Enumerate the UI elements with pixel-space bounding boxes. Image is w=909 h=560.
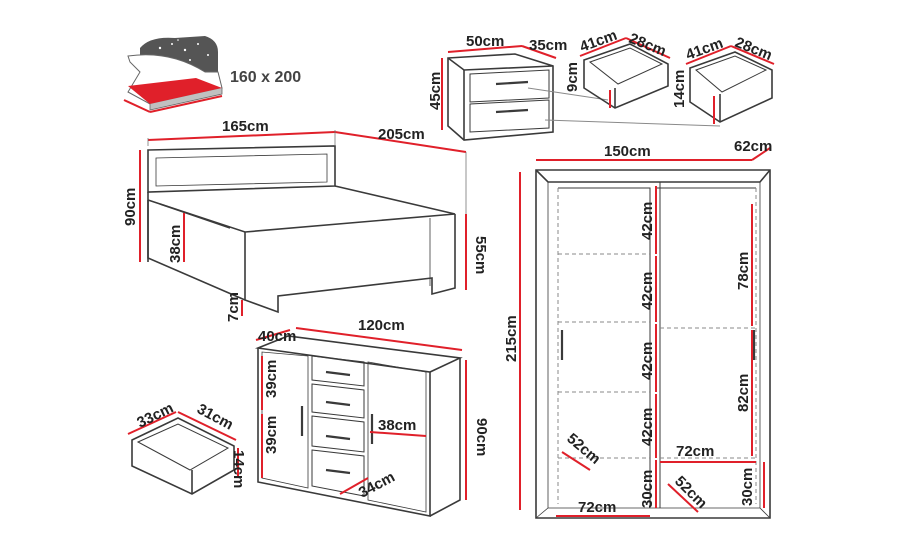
dresser-depth-label: 40cm (258, 328, 296, 345)
nightstand-drawer-1-width-label: 41cm (578, 27, 620, 56)
dresser-height-label: 90cm (473, 418, 490, 456)
bed-front-height-label: 55cm (472, 236, 489, 274)
wardrobe-shelf-2-label: 42cm (639, 272, 656, 310)
wardrobe-lower-right-label: 82cm (735, 374, 752, 412)
dresser-shelf-2-label: 39cm (263, 416, 280, 454)
wardrobe-bottom-right-height-label: 30cm (739, 468, 756, 506)
nightstand-dimensions (441, 45, 721, 130)
nightstand-drawer-2 (689, 51, 773, 123)
wardrobe-width-label: 150cm (604, 143, 651, 160)
wardrobe-shelf-1-label: 42cm (639, 202, 656, 240)
nightstand-width-label: 50cm (466, 33, 504, 50)
nightstand-drawer-1-depth-label: 28cm (627, 30, 669, 60)
nightstand-drawer-1 (583, 43, 669, 109)
dresser-drawer-width-label: 34cm (356, 469, 398, 502)
bed-drawing (147, 145, 456, 314)
dresser-dimensions (255, 327, 467, 500)
dresser-drawer-drawing (131, 417, 235, 495)
dresser-drawer-width-label: 33cm (134, 399, 176, 431)
dresser-drawer-height-label: 14cm (230, 450, 247, 488)
wardrobe-depth-label: 62cm (734, 138, 772, 155)
wardrobe-left-shelf-depth-label: 52cm (563, 430, 603, 468)
mattress-icon (123, 36, 223, 113)
wardrobe-handles (560, 330, 756, 360)
wardrobe-shelves (557, 188, 757, 504)
wardrobe-height-label: 215cm (503, 315, 520, 362)
bed-leg-height-label: 7cm (225, 292, 242, 322)
nightstand-drawer-2-width-label: 41cm (684, 35, 726, 64)
wardrobe-upper-right-label: 78cm (735, 252, 752, 290)
nightstand-drawer-2-depth-label: 28cm (733, 34, 775, 64)
bed-length-label: 205cm (378, 126, 425, 143)
nightstand-drawing (447, 53, 554, 141)
wardrobe-bottom-left-width-label: 72cm (578, 499, 616, 516)
nightstand-height-label: 45cm (427, 72, 444, 110)
nightstand-depth-label: 35cm (529, 37, 567, 54)
wardrobe-dimensions (519, 147, 771, 517)
nightstand-drawer-2-dimensions (685, 45, 775, 124)
dresser-drawer-dimensions (127, 411, 239, 478)
bed-dimensions (139, 130, 467, 316)
bed-height-label: 90cm (122, 188, 139, 226)
dresser-drawing (254, 335, 463, 517)
bed-width-label: 165cm (222, 118, 269, 135)
wardrobe-right-shelf-width-label: 72cm (676, 443, 714, 460)
dresser-width-label: 120cm (358, 317, 405, 334)
bed-side-height-label: 38cm (167, 225, 184, 263)
wardrobe-bottom-left-height-label: 30cm (639, 470, 656, 508)
wardrobe-shelf-4-label: 42cm (639, 408, 656, 446)
nightstand-drawer-1-dimensions (579, 37, 671, 108)
nightstand-drawer-2-height-label: 14cm (671, 70, 688, 108)
wardrobe-drawing (535, 169, 771, 519)
dresser-shelf-1-label: 39cm (263, 360, 280, 398)
dresser-inner-depth-label: 38cm (378, 417, 416, 434)
nightstand-drawer-1-height-label: 9cm (564, 62, 581, 92)
wardrobe-shelf-3-label: 42cm (639, 342, 656, 380)
mattress-size-label: 160 x 200 (230, 69, 301, 86)
